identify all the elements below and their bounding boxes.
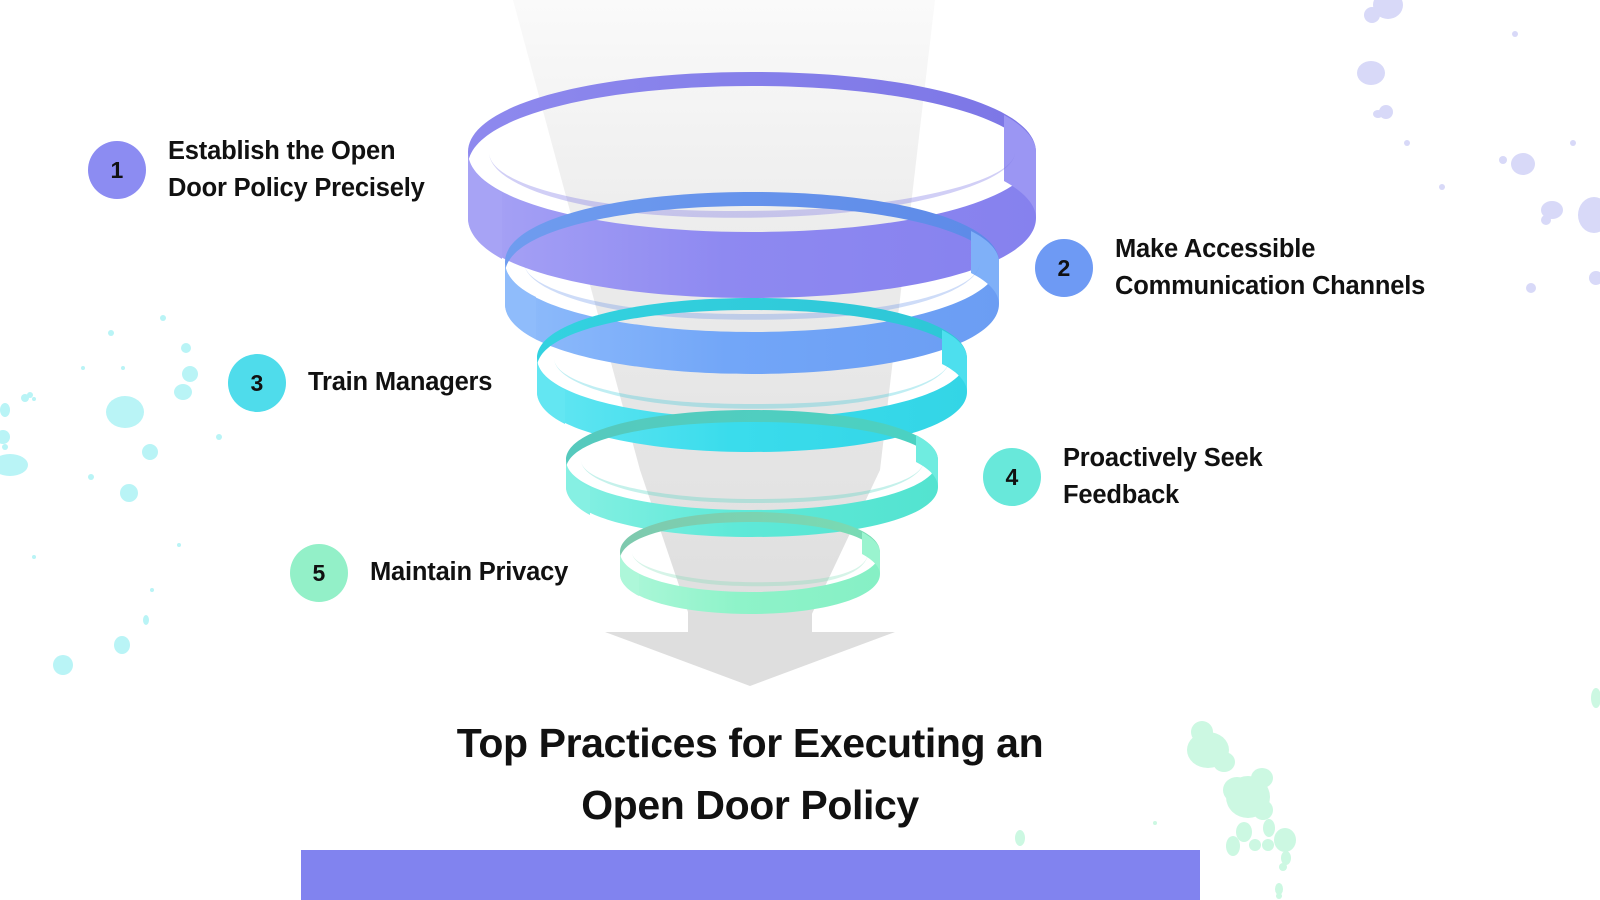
bottom-accent-bar <box>301 850 1200 900</box>
step-badge-5: 5 <box>290 544 348 602</box>
step-label-4: Proactively Seek Feedback <box>1063 444 1263 510</box>
step-badge-3: 3 <box>228 354 286 412</box>
funnel-ring-1 <box>468 72 1036 298</box>
funnel-body <box>513 0 935 686</box>
step-badge-4: 4 <box>983 448 1041 507</box>
funnel-ring-2 <box>505 192 999 374</box>
step-label-1: Establish the Open Door Policy Precisely <box>168 137 425 203</box>
funnel-ring-4 <box>566 410 938 537</box>
step-item-1[interactable]: 1 Establish the Open Door Policy Precise… <box>88 133 425 207</box>
page-title: Top Practices for Executing an Open Door… <box>456 720 1044 829</box>
step-badge-2: 2 <box>1035 239 1093 298</box>
funnel-arrow <box>605 612 895 686</box>
step-badge-1: 1 <box>88 141 146 200</box>
step-label-5: Maintain Privacy <box>370 558 569 587</box>
step-item-2[interactable]: 2 Make Accessible Communication Channels <box>1035 231 1425 305</box>
step-label-2: Make Accessible Communication Channels <box>1115 235 1426 301</box>
step-item-3[interactable]: 3 Train Managers <box>228 354 492 412</box>
step-label-3: Train Managers <box>308 368 493 397</box>
step-item-5[interactable]: 5 Maintain Privacy <box>290 544 568 602</box>
step-item-4[interactable]: 4 Proactively Seek Feedback <box>983 440 1263 514</box>
funnel-ring-5 <box>620 512 880 614</box>
